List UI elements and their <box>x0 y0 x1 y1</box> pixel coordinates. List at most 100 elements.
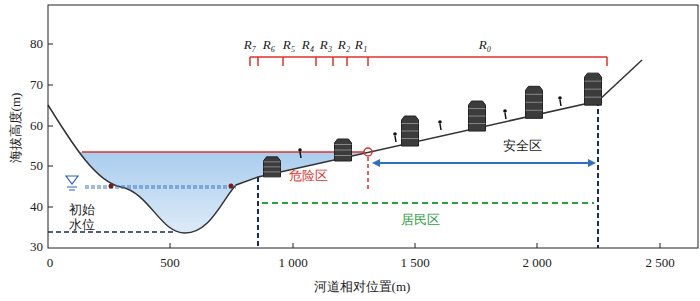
zone-tick <box>315 57 317 66</box>
zone-label: R₃ <box>320 38 332 53</box>
zone-tick <box>606 57 608 66</box>
terrain-profile <box>48 60 642 233</box>
region-label: 初始 水位 <box>67 203 97 233</box>
house-floor <box>402 123 419 124</box>
zone-label: R₅ <box>283 38 295 53</box>
water-level-symbol <box>66 176 78 184</box>
area-boundary <box>597 101 599 248</box>
zone-tick <box>367 57 369 66</box>
house-floor <box>526 110 543 111</box>
initial-water-line <box>85 186 236 187</box>
zone-tick <box>257 57 259 66</box>
house-floor <box>585 81 602 82</box>
axis-tick <box>415 243 416 248</box>
region-label: 危险区 <box>289 169 328 184</box>
axis-tick <box>48 166 53 167</box>
house <box>264 157 281 177</box>
axis-tick <box>293 243 294 248</box>
house <box>335 139 352 161</box>
region-label: 居民区 <box>401 213 440 228</box>
tick-label: 500 <box>160 256 180 271</box>
area-boundary <box>257 177 259 248</box>
tick-label: 70 <box>30 78 43 93</box>
house-floor <box>264 166 281 167</box>
house <box>585 73 602 105</box>
tick-label: 1 000 <box>278 256 307 271</box>
axis-tick <box>660 243 661 248</box>
tick-label: 30 <box>30 240 43 255</box>
house-floor <box>469 108 486 109</box>
region-label: 安全区 <box>503 139 542 154</box>
boundary-point <box>364 148 372 156</box>
house-floor <box>469 116 486 117</box>
axis-tick <box>48 44 53 45</box>
house-floor <box>335 144 352 145</box>
zone-tick <box>282 57 284 66</box>
axis-tick <box>537 243 538 248</box>
house-floor <box>335 150 352 151</box>
tick-label: 80 <box>30 37 43 52</box>
house-floor <box>469 123 486 124</box>
zone-label: R₄ <box>302 38 314 53</box>
person <box>393 132 397 136</box>
tick-label: 1 500 <box>400 256 429 271</box>
house-floor <box>402 138 419 139</box>
axis-tick <box>170 243 171 248</box>
riverbed-level <box>48 231 175 233</box>
zone-tick <box>249 57 251 66</box>
zone-label: R₇ <box>244 38 256 53</box>
plot-frame <box>48 5 698 248</box>
person <box>395 136 396 142</box>
zone-label: R₂ <box>338 38 350 53</box>
house-floor <box>264 161 281 162</box>
house-floor <box>585 97 602 98</box>
house-floor <box>335 155 352 156</box>
zone-tick <box>346 57 348 66</box>
house-floor <box>264 171 281 172</box>
flood-level-line <box>82 151 364 153</box>
residential-extent <box>262 202 594 204</box>
person <box>503 109 507 113</box>
zone-label: R₁ <box>355 38 367 53</box>
water-edge-dot <box>229 184 234 189</box>
axis-title: 海拔高度(m) <box>9 93 24 164</box>
zone-bracket <box>250 56 607 58</box>
arrow-head <box>588 159 596 167</box>
person <box>558 96 562 100</box>
person <box>438 120 442 124</box>
house <box>526 86 543 118</box>
initial-water-line <box>85 188 236 189</box>
water-level-symbol <box>69 190 75 191</box>
person <box>505 113 506 119</box>
zone-tick <box>332 57 334 66</box>
tick-label: 0 <box>47 256 54 271</box>
house <box>469 101 486 131</box>
axis-tick <box>48 85 53 86</box>
house-floor <box>526 94 543 95</box>
tick-label: 60 <box>30 119 43 134</box>
person <box>298 148 302 152</box>
axis-tick <box>48 207 53 208</box>
safe-extent-arrow <box>374 162 592 164</box>
zone-label: R₆ <box>263 38 275 53</box>
water-edge-dot <box>109 184 114 189</box>
person <box>300 152 301 158</box>
house-floor <box>402 131 419 132</box>
person <box>560 100 561 106</box>
danger-boundary <box>367 157 369 190</box>
tick-label: 50 <box>30 159 43 174</box>
zone-label: R₀ <box>479 38 491 53</box>
house-floor <box>526 102 543 103</box>
tick-label: 2 500 <box>645 256 674 271</box>
axis-tick <box>48 126 53 127</box>
tick-label: 40 <box>30 200 43 215</box>
house-floor <box>585 89 602 90</box>
ground-fill <box>48 60 642 248</box>
axis-title: 河道相对位置(m) <box>314 280 411 295</box>
water-level-symbol <box>67 187 77 188</box>
arrow-head <box>372 159 380 167</box>
person <box>440 124 441 130</box>
house <box>402 116 419 146</box>
tick-label: 2 000 <box>522 256 551 271</box>
